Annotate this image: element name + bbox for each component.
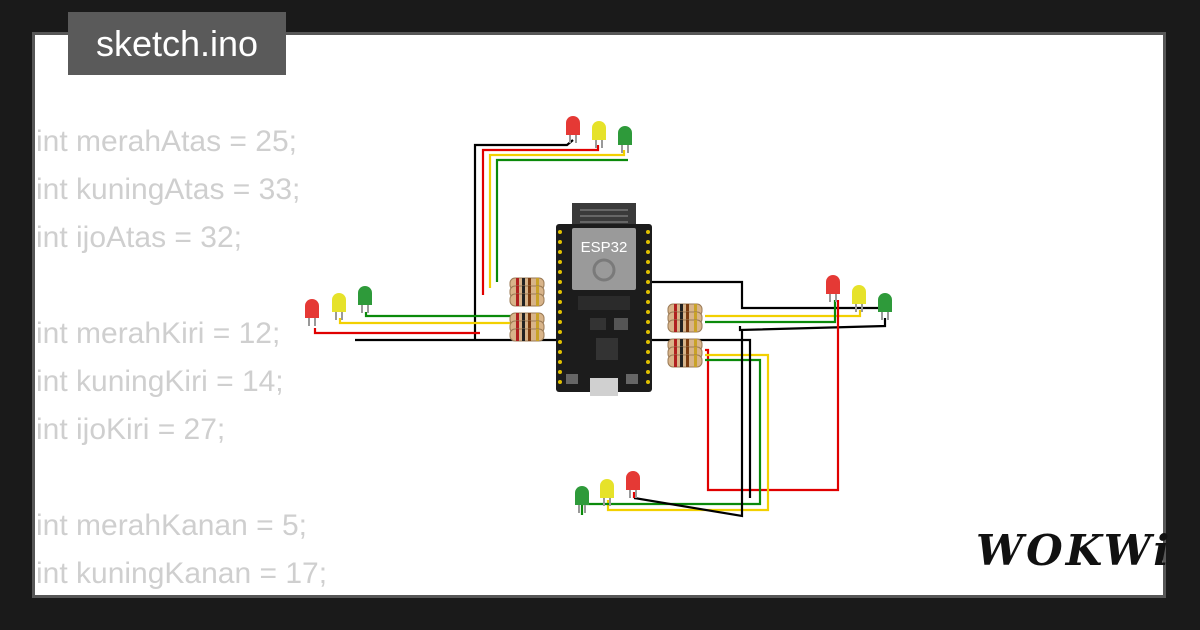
led-bottom-green[interactable] — [575, 486, 589, 513]
esp32-board[interactable] — [556, 203, 652, 396]
led-top-green[interactable] — [618, 126, 632, 153]
board-label: ESP32 — [581, 239, 628, 256]
code-line: int merahAtas = 25; — [36, 125, 297, 158]
resistor-pack-right — [667, 303, 703, 368]
led-top-yellow[interactable] — [592, 121, 606, 148]
code-line: int kuningKanan = 17; — [36, 557, 328, 590]
led-top-red[interactable] — [566, 116, 580, 143]
code-line: int ijoKiri = 27; — [36, 413, 226, 446]
led-left-red[interactable] — [305, 299, 319, 326]
file-tab[interactable]: sketch.ino — [68, 12, 286, 75]
code-line: int kuningAtas = 33; — [36, 173, 301, 206]
code-line: int kuningKiri = 14; — [36, 365, 284, 398]
code-preview: int merahAtas = 25; int kuningAtas = 33;… — [36, 118, 327, 598]
board-pins — [558, 230, 650, 384]
wokwi-logo: WOKWi — [976, 526, 1173, 575]
code-line: int ijoAtas = 32; — [36, 221, 242, 254]
code-line: int merahKiri = 12; — [36, 317, 281, 350]
wires — [313, 139, 887, 518]
code-line: int merahKanan = 5; — [36, 509, 308, 542]
led-right-green[interactable] — [878, 293, 892, 320]
led-bottom-red[interactable] — [626, 471, 640, 498]
led-left-yellow[interactable] — [332, 293, 346, 320]
resistor-pack-left — [509, 277, 545, 342]
led-bottom-yellow[interactable] — [600, 479, 614, 506]
led-right-yellow[interactable] — [852, 285, 866, 312]
led-right-red[interactable] — [826, 275, 840, 302]
led-left-green[interactable] — [358, 286, 372, 313]
